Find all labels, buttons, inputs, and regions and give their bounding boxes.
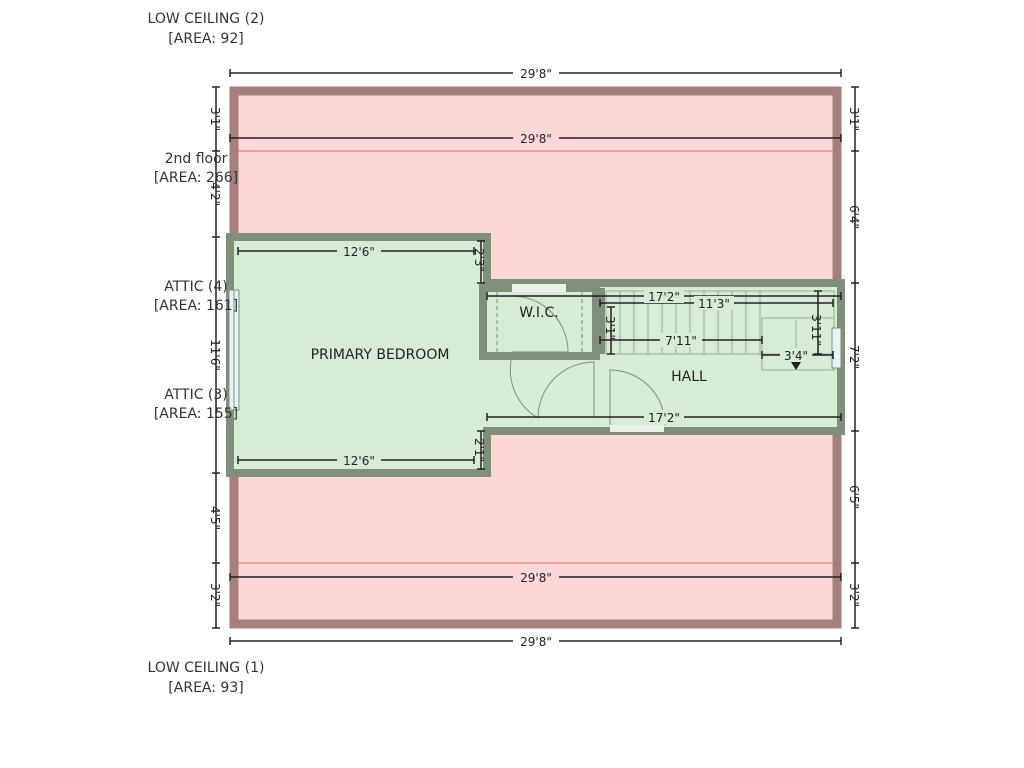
wic-door-swing bbox=[511, 295, 569, 353]
dim-bedroom-lower-step: 2'1" bbox=[472, 438, 486, 462]
dim-stairs-width: 11'3" bbox=[698, 297, 730, 311]
zone-attic-3-area: [AREA: 155] bbox=[154, 406, 238, 422]
dim-right-top: 3'1" bbox=[847, 107, 861, 131]
zone-low-ceiling-2-area: [AREA: 92] bbox=[168, 31, 243, 47]
dim-upper-inner: 29'8" bbox=[520, 132, 552, 146]
zone-attic-3-name: ATTIC (3) bbox=[164, 387, 228, 403]
dim-hall-top: 17'2" bbox=[648, 290, 680, 304]
dim-right-upper: 6'4" bbox=[847, 205, 861, 229]
dim-left-lower: 4'5" bbox=[208, 506, 222, 530]
dim-bottom-overall: 29'8" bbox=[520, 635, 552, 649]
dim-left-mid: 11'6" bbox=[208, 339, 222, 371]
dim-bedroom-bottom: 12'6" bbox=[343, 454, 375, 468]
zone-low-ceiling-1-area: [AREA: 93] bbox=[168, 680, 243, 696]
room-primary-bedroom: PRIMARY BEDROOM bbox=[311, 347, 450, 363]
dim-landing: 3'4" bbox=[784, 349, 808, 363]
dim-right-bottom: 3'2" bbox=[847, 583, 861, 607]
dim-stair-right-height: 3'11" bbox=[809, 314, 823, 346]
bedroom-door-swing bbox=[537, 361, 595, 419]
stair-wall bbox=[597, 288, 605, 354]
hall-window bbox=[831, 327, 842, 369]
dim-stair-left-height: 3'1" bbox=[603, 316, 617, 340]
dim-lower-inner: 29'8" bbox=[520, 571, 552, 585]
dim-hall-bottom: 17'2" bbox=[648, 411, 680, 425]
wic-door-opening bbox=[512, 284, 566, 292]
dim-left-upper: 4'2" bbox=[208, 182, 222, 206]
dim-bedroom-upper-step: 2'3" bbox=[472, 248, 486, 272]
wic-lower-swing bbox=[509, 355, 539, 419]
dim-right-mid: 7'2" bbox=[847, 345, 861, 369]
zone-attic-4-area: [AREA: 161] bbox=[154, 298, 238, 314]
zone-low-ceiling-2-name: LOW CEILING (2) bbox=[148, 11, 265, 27]
dim-top-overall: 29'8" bbox=[520, 67, 552, 81]
dim-right-lower: 6'5" bbox=[847, 485, 861, 509]
hall-door-opening bbox=[610, 425, 664, 432]
dim-stair-depth: 7'11" bbox=[665, 334, 697, 348]
stair-arrow-icon bbox=[791, 362, 801, 370]
zone-low-ceiling-1-name: LOW CEILING (1) bbox=[148, 660, 265, 676]
room-hall: HALL bbox=[671, 369, 707, 385]
zone-second-floor-name: 2nd floor bbox=[165, 151, 228, 167]
dim-left-bottom: 3'2" bbox=[208, 583, 222, 607]
room-wic: W.I.C. bbox=[519, 305, 559, 321]
dim-bedroom-top: 12'6" bbox=[343, 245, 375, 259]
zone-second-floor-area: [AREA: 266] bbox=[154, 170, 238, 186]
dim-left-top: 3'1" bbox=[208, 107, 222, 131]
zone-attic-4-name: ATTIC (4) bbox=[164, 279, 228, 295]
